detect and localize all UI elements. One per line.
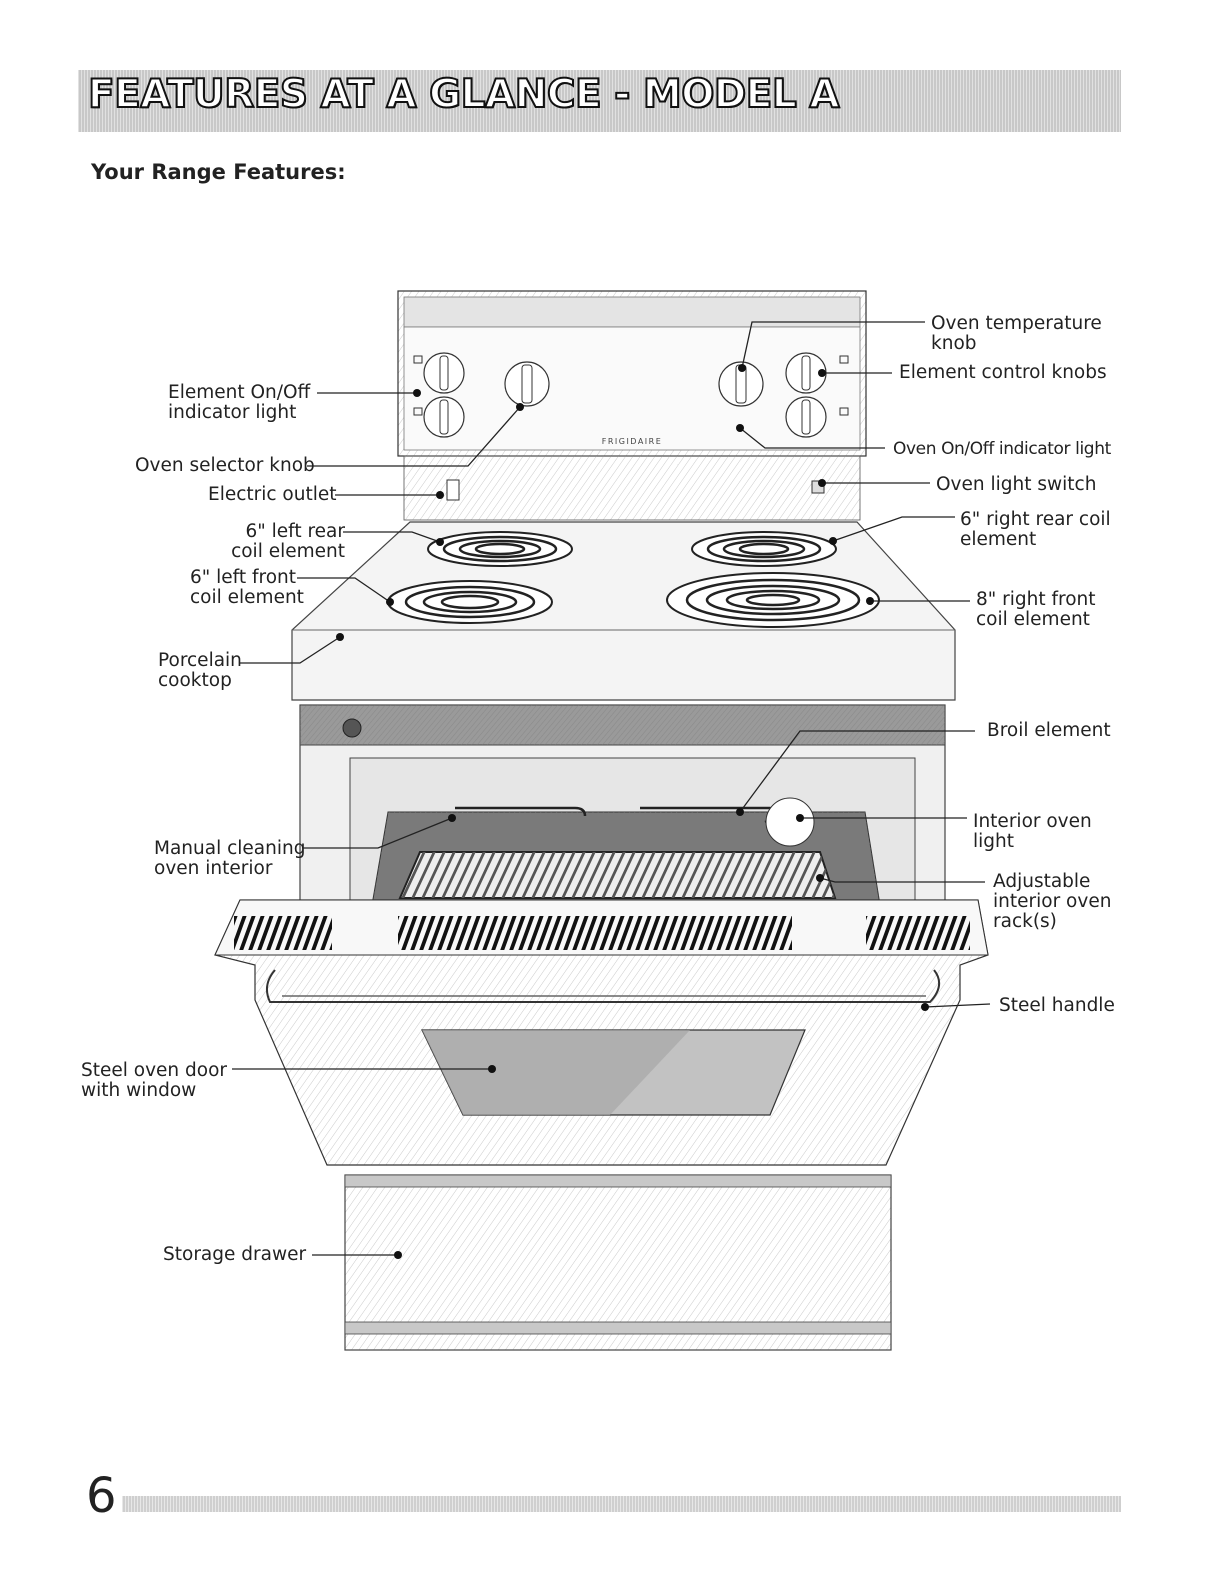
brand-logo: FRIGIDAIRE xyxy=(602,437,663,446)
callout-manual-cleaning: Manual cleaning oven interior xyxy=(154,839,305,879)
callout-left-rear-coil: 6" left rear coil element xyxy=(231,522,345,562)
callout-oven-indicator-light: Oven On/Off indicator light xyxy=(893,439,1111,459)
callout-oven-temperature-knob: Oven temperature knob xyxy=(931,314,1102,354)
range-upper-body xyxy=(404,456,860,520)
callout-steel-handle: Steel handle xyxy=(999,996,1115,1016)
left-front-coil xyxy=(388,581,552,623)
vent-center xyxy=(398,916,792,950)
left-rear-coil xyxy=(428,532,572,566)
storage-drawer-illustration xyxy=(345,1175,891,1350)
callout-interior-oven-light: Interior oven light xyxy=(973,812,1092,852)
callout-oven-rack: Adjustable interior oven rack(s) xyxy=(993,872,1111,932)
callout-storage-drawer: Storage drawer xyxy=(163,1245,306,1265)
callout-porcelain-cooktop: Porcelain cooktop xyxy=(158,651,242,691)
callout-left-front-coil: 6" left front coil element xyxy=(190,568,304,608)
page-number: 6 xyxy=(86,1468,117,1524)
callout-electric-outlet: Electric outlet xyxy=(208,485,337,505)
oven-selector-knob xyxy=(505,362,549,406)
oven-door-window xyxy=(422,1030,805,1115)
footer-bar xyxy=(122,1496,1121,1512)
electric-outlet xyxy=(447,480,459,500)
oven-rack xyxy=(400,852,835,898)
callout-element-indicator-light: Element On/Off indicator light xyxy=(168,383,310,423)
callout-broil-element: Broil element xyxy=(987,721,1111,741)
callout-right-rear-coil: 6" right rear coil element xyxy=(960,510,1111,550)
callout-element-control-knobs: Element control knobs xyxy=(899,363,1107,383)
vent-left xyxy=(234,916,332,950)
callout-steel-oven-door: Steel oven door with window xyxy=(81,1061,227,1101)
vent-right xyxy=(866,916,970,950)
callout-oven-light-switch: Oven light switch xyxy=(936,475,1096,495)
right-front-coil xyxy=(667,573,879,627)
callout-right-front-coil: 8" right front coil element xyxy=(976,590,1096,630)
right-rear-coil xyxy=(692,532,836,566)
callout-oven-selector-knob: Oven selector knob xyxy=(135,456,315,476)
